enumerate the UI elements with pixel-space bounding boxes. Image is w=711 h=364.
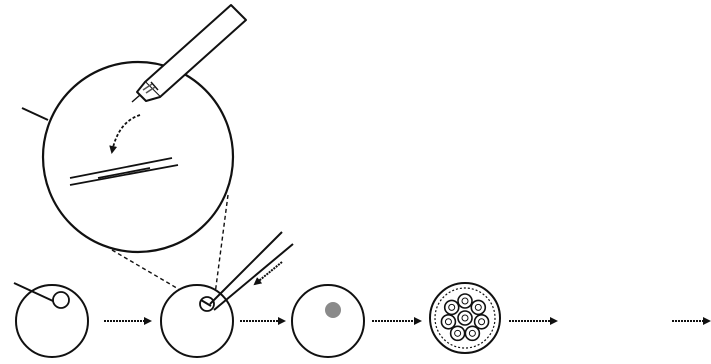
embryo-cell bbox=[445, 300, 459, 314]
embryo-cell bbox=[475, 315, 489, 329]
multicell-embryo-icon bbox=[430, 283, 500, 353]
nucleus-icon bbox=[325, 302, 341, 318]
magnified-pointer-line bbox=[22, 108, 48, 120]
curved-arrow-icon bbox=[112, 115, 140, 152]
embryo-cell bbox=[451, 326, 465, 340]
step-fused-cell bbox=[292, 285, 364, 357]
embryo-cell bbox=[458, 311, 472, 325]
step-injection bbox=[161, 232, 293, 357]
embryo-cell bbox=[458, 294, 472, 308]
step-oocyte bbox=[14, 283, 88, 357]
embryo-cell bbox=[465, 326, 479, 340]
dna-strands-icon bbox=[70, 158, 178, 185]
nucleus-icon bbox=[53, 292, 69, 308]
embryo-cell bbox=[441, 315, 455, 329]
embryo-cell bbox=[471, 300, 485, 314]
injection-pipette-icon bbox=[201, 232, 293, 310]
magnified-view bbox=[22, 5, 246, 252]
injection-pipette-icon bbox=[132, 5, 246, 102]
